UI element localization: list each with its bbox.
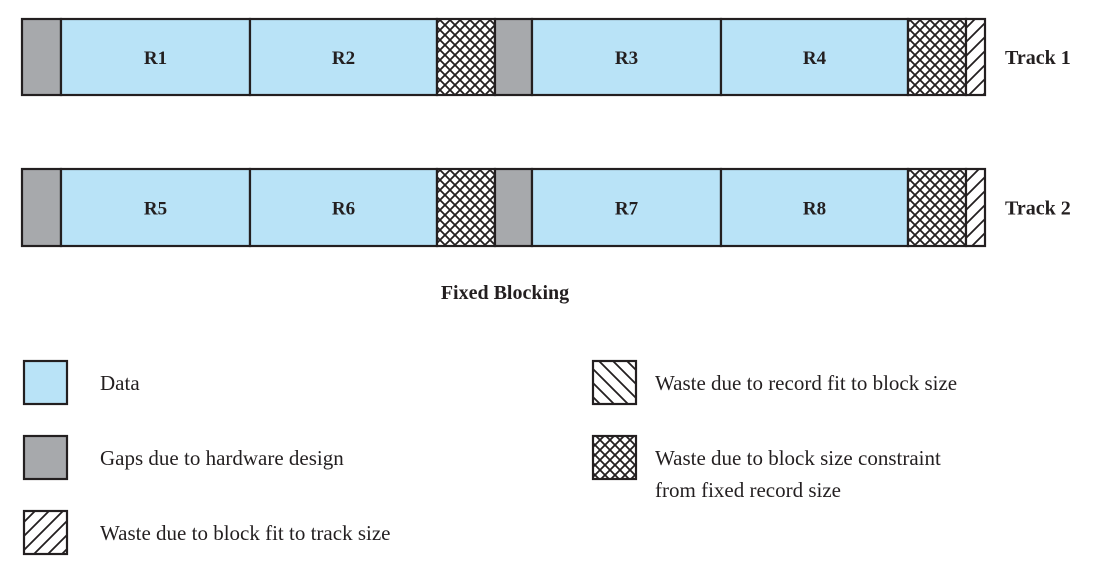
block-constraint-waste-segment [906,17,968,97]
data-record-swatch-icon [22,359,69,406]
track-fit-waste-block [964,17,987,97]
diagram-caption: Fixed Blocking [441,282,569,304]
legend-label: Gaps due to hardware design [100,446,344,470]
legend-item-block-constraint-waste: Waste due to block size constraint from f… [591,434,941,502]
track-label: Track 2 [1005,198,1071,220]
track-fit-waste-segment [964,17,987,97]
track-2: R5 R6 R7 R8 Track 2 [20,167,1071,248]
record-label: R7 [615,199,639,220]
block-constraint-waste-segment [906,167,968,248]
block-constraint-waste-block [906,17,968,97]
record-r5: R5 [59,167,252,248]
record-label: R4 [803,48,827,69]
record-label: R5 [144,199,167,220]
block-constraint-waste-block [435,167,497,248]
record-label: R6 [332,199,355,220]
record-r3: R3 [530,17,723,97]
block-constraint-waste-swatch-icon [591,434,638,481]
block-constraint-waste-block [906,167,968,248]
record-label: R8 [803,199,826,220]
legend-label: Waste due to block fit to track size [100,521,390,545]
track-fit-waste-block [964,167,987,248]
track-fit-waste-segment [964,167,987,248]
block-constraint-waste-segment [435,167,497,248]
data-record-block [248,167,439,248]
data-record-block [59,167,252,248]
legend-item-data-record: Data [22,359,140,406]
record-fit-waste-swatch-icon [591,359,638,406]
record-label: R3 [615,48,638,69]
data-record-block [530,167,723,248]
block-constraint-waste-block [435,17,497,97]
hardware-gap-swatch-icon [22,434,69,481]
data-record-block [530,17,723,97]
legend-item-record-fit-waste: Waste due to record fit to block size [591,359,957,406]
tracks: R1 R2 R3 R4 Track 1 R5 R6 R7 R8 Track 2 [20,17,1071,248]
legend-label: Waste due to block size constraint [655,446,941,470]
legend-item-hardware-gap: Gaps due to hardware design [22,434,344,481]
data-record-block [719,167,910,248]
legend-label: Waste due to record fit to block size [655,371,957,395]
legend-label: Data [100,371,140,395]
record-r6: R6 [248,167,439,248]
hardware-gap-block [493,167,534,248]
legend-label: from fixed record size [655,478,841,502]
track-label: Track 1 [1005,47,1071,69]
record-r4: R4 [719,17,910,97]
data-record-block [59,17,252,97]
record-r7: R7 [530,167,723,248]
hardware-gap-segment [20,167,63,248]
hardware-gap-block [493,17,534,97]
track-1: R1 R2 R3 R4 Track 1 [20,17,1071,97]
record-r2: R2 [248,17,439,97]
hardware-gap-block [20,167,63,248]
block-constraint-waste-segment [435,17,497,97]
record-label: R2 [332,48,355,69]
track-fit-waste-swatch-icon [22,509,69,556]
legend-item-track-fit-waste: Waste due to block fit to track size [22,509,390,556]
data-record-block [248,17,439,97]
record-r8: R8 [719,167,910,248]
hardware-gap-segment [493,17,534,97]
record-r1: R1 [59,17,252,97]
hardware-gap-segment [493,167,534,248]
record-label: R1 [144,48,167,69]
hardware-gap-segment [20,17,63,97]
hardware-gap-block [20,17,63,97]
